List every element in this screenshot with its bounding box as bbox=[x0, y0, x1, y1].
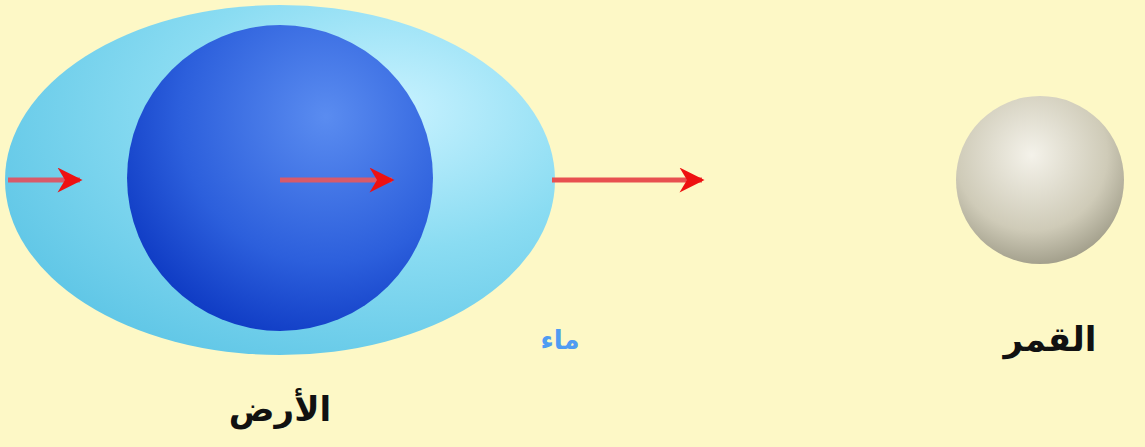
force-arrow bbox=[552, 178, 702, 183]
earth-sphere bbox=[127, 25, 433, 331]
moon-sphere bbox=[956, 96, 1124, 264]
water-bulge bbox=[5, 5, 555, 355]
water-label: ماء bbox=[540, 326, 579, 355]
force-arrow bbox=[8, 178, 80, 183]
earth-label: الأرض bbox=[229, 391, 331, 428]
force-arrow bbox=[280, 178, 392, 183]
moon-label: القمر bbox=[1004, 321, 1097, 358]
